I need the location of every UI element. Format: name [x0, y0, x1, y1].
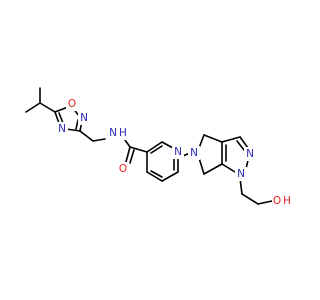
bond-oxadiazole-c3-n4	[65, 128, 81, 132]
bond-pyrrolidine-n-ch2-bottom	[198, 157, 205, 175]
bond-pyrazole-n1-c6a	[221, 163, 236, 173]
bond-pyridine-n1-c2	[161, 141, 174, 149]
molecule-structure-drawing: O N N N H O N N N N O H	[25, 87, 294, 208]
pyrrolidine-nitrogen-label: N	[190, 147, 198, 159]
oxadiazole-n2-label: N	[80, 112, 88, 124]
bond-pyrrolidine-ch2-bottom-c6a	[203, 163, 223, 175]
bond-pyridine-c5-c6	[161, 171, 179, 182]
bond-isopropyl-ch-to-ring	[39, 102, 56, 113]
bond-pyridine-c4-c5-double	[150, 170, 163, 178]
hydroxyl-hydrogen-label: H	[283, 195, 291, 207]
oxadiazole-ring-oxygen-label: O	[68, 98, 76, 110]
bond-ring-to-ch2	[79, 130, 94, 142]
bond-ch2-to-nh	[92, 138, 106, 142]
amide-oxygen-label: O	[119, 163, 127, 175]
hydroxyl-oxygen-label: O	[273, 195, 281, 207]
amide-hydrogen-label: H	[119, 127, 127, 139]
bond-pyrrolidine-ch2-top-c3a	[203, 134, 223, 143]
amide-nitrogen-label: N	[109, 127, 117, 139]
pyridine-nitrogen-label: N	[174, 146, 182, 158]
bond-pyrazole-c3-n2-double	[236, 140, 245, 151]
bonds	[25, 87, 273, 205]
bond-isopropyl-ch-methyl-left	[25, 102, 41, 113]
bond-ch2-to-hydroxyl-o	[257, 200, 273, 205]
bond-oxadiazole-c5-o1	[54, 106, 69, 113]
bond-oxadiazole-n4-c5-double	[58, 112, 64, 124]
bond-pyrrolidine-n-ch2-top	[198, 134, 205, 149]
bond-nh-to-carbonyl	[124, 139, 131, 148]
bond-pyridine-c4-c5	[146, 171, 163, 182]
bond-pyridine-c2-c3-double	[150, 145, 163, 154]
bond-ch2-ch2	[241, 193, 259, 205]
bond-carbonyl-o	[125, 146, 131, 163]
bond-carbonyl-to-pyridine	[129, 146, 148, 153]
atom-labels: O N N N H O N N N N O H	[56, 97, 294, 208]
oxadiazole-n4-label: N	[58, 123, 66, 135]
bond-carbonyl-o-double	[129, 149, 135, 164]
bond-pyrazole-c3a-c3	[221, 136, 241, 143]
bond-oxadiazole-n2-c3-double	[75, 119, 79, 130]
bond-pyrazole-c3-n2	[239, 136, 249, 149]
pyrazole-n2-label: N	[246, 148, 254, 160]
bond-pyridine-c2-c3	[146, 141, 163, 153]
pyrazole-n1-label: N	[237, 168, 245, 180]
